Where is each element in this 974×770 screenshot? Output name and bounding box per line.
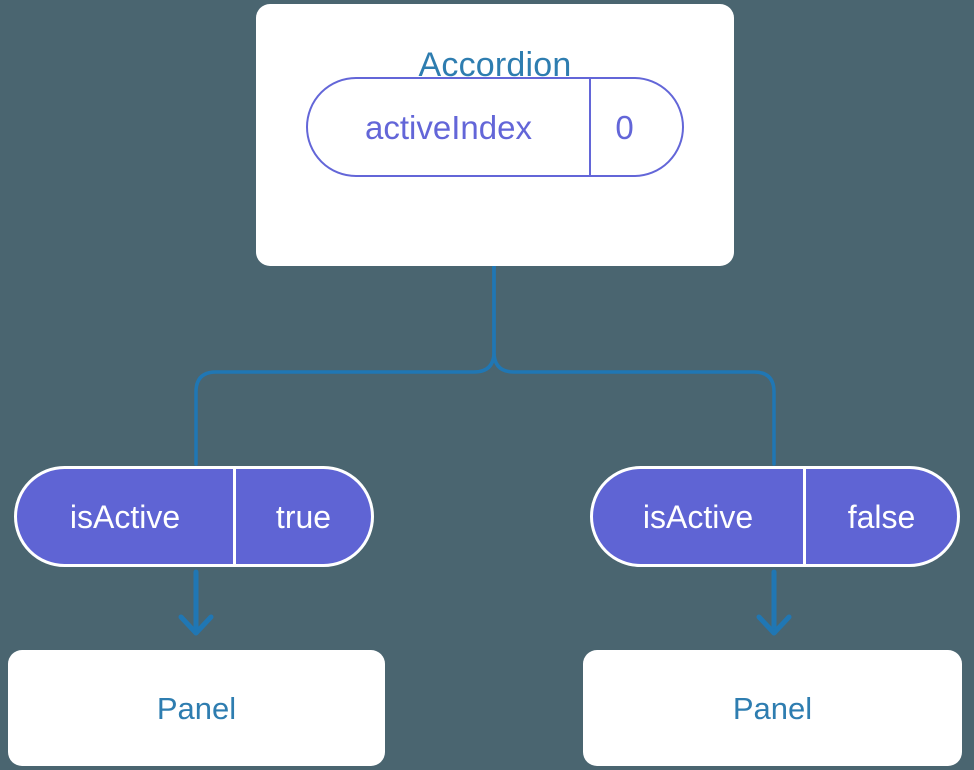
state-key-label: activeIndex [308,79,591,175]
prop-value-label: true [275,498,332,535]
connector-root-to-left [194,264,496,466]
prop-pill-is-active-true[interactable]: isActive true [14,466,374,567]
prop-value-label: false [847,498,916,535]
component-card-accordion[interactable]: Accordion activeIndex 0 [256,4,734,266]
component-title-panel: Panel [732,690,813,726]
prop-pill-is-active-false[interactable]: isActive false [590,466,960,567]
component-card-panel-right[interactable]: Panel [583,650,962,766]
prop-key-label: isActive [17,469,236,564]
component-title-panel: Panel [156,690,237,726]
connector-root-to-right [492,264,776,466]
state-pill-active-index[interactable]: activeIndex 0 [306,77,684,177]
arrow-right-pill-to-panel [756,569,792,636]
state-value-label: 0 [615,108,634,146]
prop-key-label: isActive [593,469,806,564]
component-card-panel-left[interactable]: Panel [8,650,385,766]
component-title-accordion: Accordion [418,46,572,84]
arrow-left-pill-to-panel [178,569,214,636]
